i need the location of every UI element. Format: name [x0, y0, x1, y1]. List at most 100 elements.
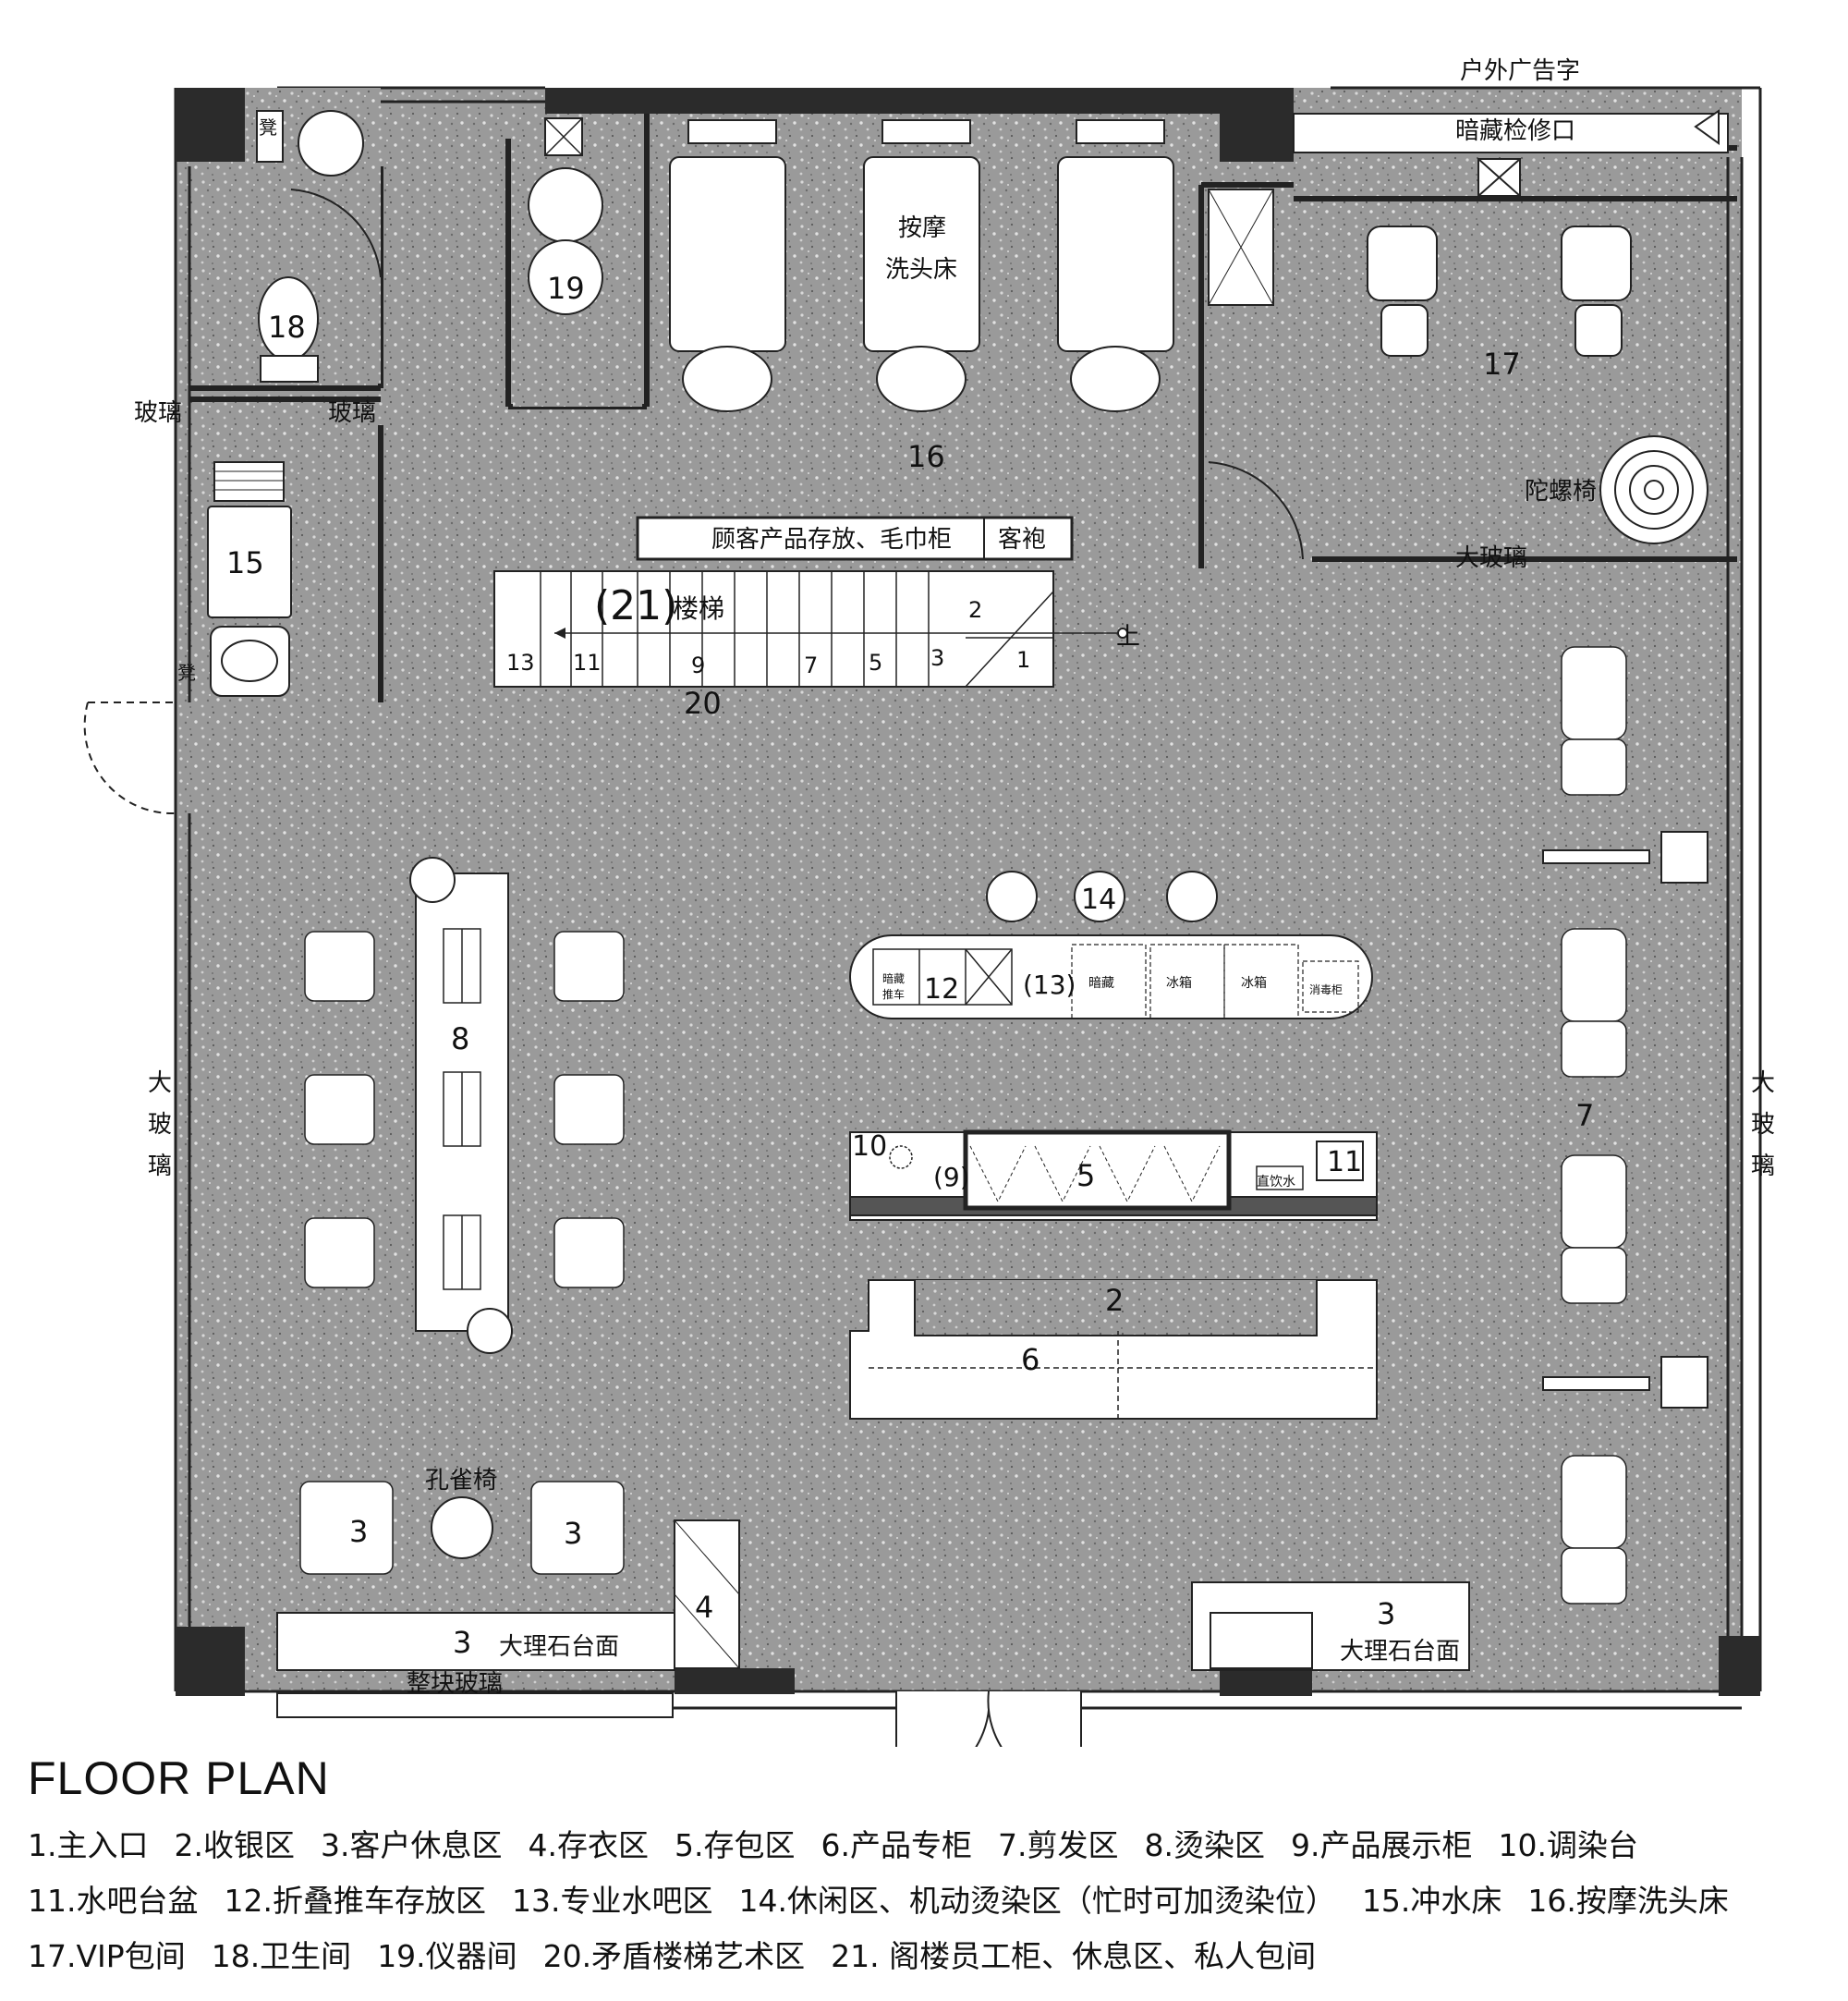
area-number-1: 1 — [978, 1745, 996, 1747]
legend-item: 8.烫染区 — [1144, 1827, 1266, 1863]
glass-label-left: 玻璃 — [134, 399, 182, 427]
instrument-1 — [528, 167, 603, 243]
step-13: 13 — [506, 650, 535, 676]
area-number-19: 19 — [547, 271, 585, 306]
whole-glass — [276, 1692, 674, 1718]
arrow-marker — [1694, 109, 1720, 145]
legend-item: 20.矛盾楼梯艺术区 — [542, 1938, 806, 1974]
toilet-stool — [256, 110, 284, 163]
main-entrance-doors — [895, 1690, 1082, 1747]
instrument-2 — [528, 239, 603, 315]
rinse-bed — [207, 461, 292, 697]
outdoor-sign-label: 户外广告字 — [1460, 57, 1580, 85]
stairs-label: 楼梯 — [673, 593, 724, 624]
floor-plan: 户外广告字 暗藏检修口 凳 18 玻璃 玻璃 15 凳 19 — [83, 57, 1775, 1747]
area-number-12: 12 — [924, 973, 959, 1006]
legend-item: 10.调染台 — [1498, 1827, 1638, 1863]
big-glass-right-3: 璃 — [1751, 1153, 1775, 1180]
big-glass-right-2: 玻 — [1751, 1111, 1775, 1139]
dye-lamp-bottom — [467, 1308, 513, 1354]
big-glass-right-1: 大 — [1751, 1069, 1775, 1097]
legend-item: 2.收银区 — [174, 1827, 296, 1863]
gyro-chair — [1599, 435, 1708, 544]
drinking-water-box — [1256, 1165, 1304, 1190]
area-number-17: 17 — [1483, 347, 1521, 382]
step-2: 2 — [968, 597, 982, 623]
step-3: 3 — [930, 645, 944, 671]
hidden-access-band — [1293, 113, 1729, 153]
peacock-chair-label: 孔雀椅 — [425, 1467, 497, 1495]
legend-item: 9.产品展示柜 — [1291, 1827, 1473, 1863]
whole-glass-label: 整块玻璃 — [407, 1670, 503, 1698]
legend-item: 7.剪发区 — [998, 1827, 1119, 1863]
marble-label-left: 大理石台面 — [499, 1633, 619, 1661]
vip-door-arc — [1208, 461, 1304, 560]
area-number-20: 20 — [684, 686, 722, 721]
dye-station-mirrors — [443, 928, 481, 1290]
step-5: 5 — [869, 650, 882, 676]
sterilizer-label: 消毒柜 — [1309, 983, 1343, 996]
legend-item: 4.存衣区 — [528, 1827, 650, 1863]
lounge-chairs — [299, 1481, 625, 1575]
legend-item: 21. 阁楼员工柜、休息区、私人包间 — [831, 1938, 1317, 1974]
drinking-water-label: 直饮水 — [1257, 1174, 1295, 1190]
legend-item: 6.产品专柜 — [821, 1827, 973, 1863]
water-bar — [849, 934, 1373, 1019]
stool-label-top: 凳 — [259, 116, 277, 139]
legend-item: 1.主入口 — [28, 1827, 149, 1863]
cashier-inner — [914, 1280, 1318, 1336]
bar-hidden-label: 暗藏 — [1088, 976, 1114, 991]
area-number-15: 15 — [226, 545, 264, 580]
area-number-3c: 3 — [453, 1625, 471, 1660]
legend-item: 5.存包区 — [675, 1827, 796, 1863]
glass-label-right: 玻璃 — [328, 399, 376, 427]
legend-item: 18.卫生间 — [211, 1938, 352, 1974]
legend-item: 17.VIP包间 — [28, 1938, 186, 1974]
marble-label-right: 大理石台面 — [1340, 1638, 1460, 1665]
product-cabinet — [636, 516, 1074, 561]
cart-label-2: 推车 — [882, 987, 905, 1001]
big-glass-left-1: 大 — [148, 1069, 172, 1097]
bag-storage — [963, 1129, 1232, 1211]
counter-column-box — [1210, 1612, 1313, 1669]
stairs — [493, 570, 1128, 688]
area-number-4: 4 — [695, 1590, 713, 1625]
area-number-16: 16 — [907, 439, 945, 474]
legend-item: 11.水吧台盆 — [28, 1883, 199, 1919]
wardrobe — [674, 1519, 740, 1669]
stair-up-label: 上 — [1116, 623, 1140, 651]
legend-item: 13.专业水吧区 — [511, 1883, 713, 1919]
step-9: 9 — [691, 653, 705, 678]
big-glass-left-2: 玻 — [148, 1111, 172, 1139]
area-number-6: 6 — [1021, 1342, 1040, 1377]
cabinet-label: 顾客产品存放、毛巾柜 — [711, 526, 952, 554]
haircut-mirrors — [1542, 831, 1708, 1409]
bar-sink — [1316, 1141, 1364, 1181]
leisure-stools — [986, 871, 1218, 922]
fridge-label-1: 冰箱 — [1166, 976, 1192, 991]
vip-chairs — [1367, 226, 1632, 357]
step-1: 1 — [1016, 647, 1030, 673]
stool-label-mid: 凳 — [177, 662, 196, 684]
fridge-label-2: 冰箱 — [1241, 976, 1267, 991]
robe-label: 客袍 — [998, 526, 1046, 554]
big-glass-top-label: 大玻璃 — [1455, 544, 1527, 572]
dye-table-sink — [889, 1145, 913, 1169]
area-number-3b: 3 — [564, 1516, 582, 1551]
area-number-3a: 3 — [349, 1514, 368, 1549]
big-glass-left-3: 璃 — [148, 1153, 172, 1180]
legend-row-2: 11.水吧台盆 12.折叠推车存放区 13.专业水吧区 14.休闲区、机动烫染区（忙时… — [28, 1876, 1839, 1921]
legend-item: 14.休闲区、机动烫染区（忙时可加烫染位） — [738, 1883, 1336, 1919]
area-number-9: (9) — [933, 1162, 970, 1192]
area-number-11: 11 — [1327, 1146, 1362, 1178]
cart-label-1: 暗藏 — [882, 971, 905, 985]
dye-lamp-top — [409, 857, 456, 903]
area-number-14: 14 — [1081, 884, 1116, 916]
legend-item: 15.冲水床 — [1361, 1883, 1502, 1919]
structural-columns — [176, 88, 1760, 1696]
step-7: 7 — [804, 653, 818, 678]
legend-item: 12.折叠推车存放区 — [224, 1883, 486, 1919]
step-11: 11 — [573, 650, 602, 676]
